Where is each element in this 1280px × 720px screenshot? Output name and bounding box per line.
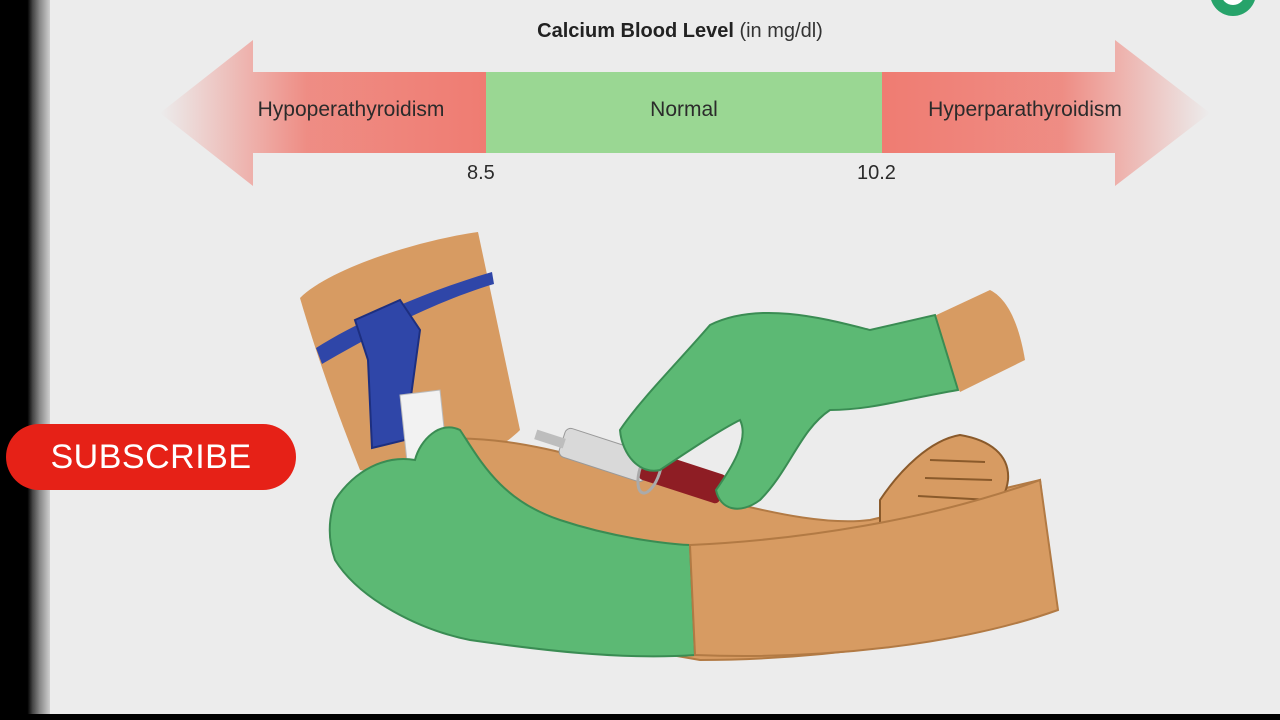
calcium-level-scale: Hypoperathyroidism Normal Hyperparathyro… (0, 0, 1280, 200)
high-range-label: Hyperparathyroidism (928, 98, 1122, 121)
left-gloved-hand (328, 426, 697, 658)
low-range-arrow (160, 40, 486, 186)
scale-title-unit: (in mg/dl) (739, 20, 823, 42)
scale-title-main: Calcium Blood Level (537, 20, 734, 42)
normal-range-label: Normal (650, 98, 718, 121)
technician-left-forearm (688, 478, 1060, 657)
low-range-label: Hypoperathyroidism (257, 98, 445, 121)
channel-logo-icon (1210, 0, 1256, 16)
high-range-arrow (882, 40, 1210, 186)
normal-range-bar (486, 72, 882, 153)
right-gloved-hand (618, 311, 960, 510)
right-forearm-technician (930, 290, 1025, 392)
subscribe-button[interactable]: SUBSCRIBE (6, 424, 296, 490)
lower-threshold-label: 8.5 (467, 162, 495, 184)
video-bottom-frame-edge (0, 714, 1280, 720)
video-left-frame-edge (0, 0, 50, 720)
upper-threshold-label: 10.2 (857, 162, 896, 184)
scale-arrow-graphic (160, 40, 1210, 186)
scale-title: Calcium Blood Level (in mg/dl) (0, 20, 1280, 43)
